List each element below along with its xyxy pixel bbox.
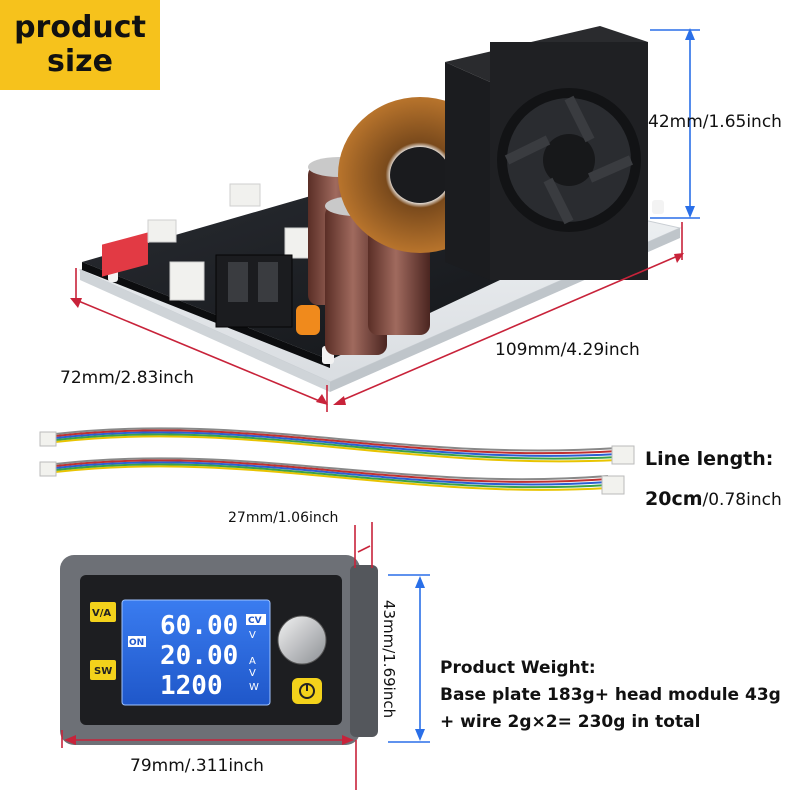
control-module: [60, 555, 378, 745]
badge-line1: product: [14, 10, 146, 45]
product-size-badge: product size: [0, 0, 160, 90]
weight-title: Product Weight:: [440, 658, 596, 678]
weight-breakdown: Base plate 183g+ head module 43g: [440, 685, 781, 705]
power-board: [78, 26, 682, 392]
line-length-imperial: /0.78inch: [702, 490, 782, 510]
terminal-block: [215, 254, 293, 328]
badge-line2: size: [47, 44, 113, 79]
board-length-label: 109mm/4.29inch: [495, 340, 640, 360]
board-width-label: 72mm/2.83inch: [60, 368, 194, 388]
ribbon-cables: [39, 427, 635, 495]
line-length-label: Line length:: [645, 448, 774, 470]
module-height-label: 43mm/1.69inch: [380, 599, 399, 719]
module-width-label: 79mm/.311inch: [130, 756, 264, 776]
va-button-label: V/A: [92, 608, 111, 619]
unit-v2: V: [249, 668, 256, 679]
rotary-knob[interactable]: [277, 615, 327, 665]
cooling-fan: [445, 26, 648, 280]
current-readout: 20.00: [160, 641, 238, 671]
unit-a: A: [249, 656, 256, 667]
dimension-lines: [61, 28, 700, 790]
dip-switch: [102, 232, 148, 277]
sw-button-label: SW: [94, 666, 112, 677]
cv-badge: CV: [248, 616, 262, 626]
fan-height-label: 42mm/1.65inch: [648, 112, 782, 132]
module-depth-label: 27mm/1.06inch: [228, 510, 339, 526]
on-badge: ON: [129, 638, 144, 648]
unit-w: W: [249, 682, 259, 693]
sw-button[interactable]: [90, 660, 116, 680]
va-button[interactable]: [90, 602, 116, 622]
unit-v1: V: [249, 630, 256, 641]
white-connector: [169, 261, 205, 301]
line-length-metric: 20cm: [645, 488, 703, 510]
power-readout: 1200: [160, 671, 223, 701]
lcd-screen: [121, 599, 271, 706]
product-weight-block: Product Weight: Base plate 183g+ head mo…: [440, 655, 781, 736]
voltage-readout: 60.00: [160, 611, 238, 641]
line-length-value: 20cm/0.78inch: [645, 488, 782, 510]
weight-total: + wire 2g×2= 230g in total: [440, 712, 701, 732]
